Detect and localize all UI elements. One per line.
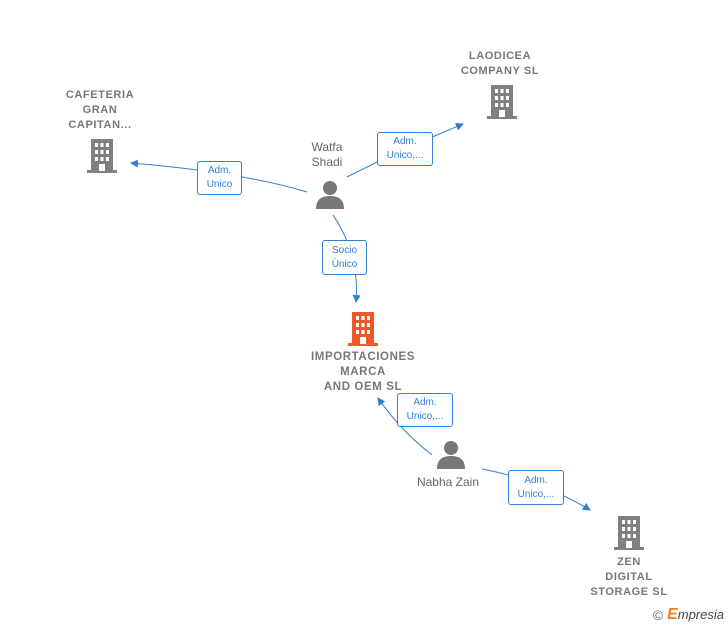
building-icon[interactable] xyxy=(86,138,118,174)
person-label-watfa[interactable]: Watfa Shadi xyxy=(311,140,343,169)
relation-label-watfa-cafeteria[interactable]: Adm. Unico xyxy=(197,161,242,195)
company-label-laodicea[interactable]: LAODICEA COMPANY SL xyxy=(460,50,540,77)
person-label-nabha[interactable]: Nabha Zain xyxy=(416,475,480,489)
person-icon[interactable] xyxy=(315,180,345,210)
brand-logo-letter: E xyxy=(667,606,678,623)
company-label-zen[interactable]: ZEN DIGITAL STORAGE SL xyxy=(590,556,668,598)
person-icon[interactable] xyxy=(436,440,466,470)
relation-label-nabha-importaciones[interactable]: Adm. Unico,... xyxy=(397,393,453,427)
company-label-cafeteria[interactable]: CAFETERIA GRAN CAPITAN... xyxy=(65,89,135,131)
building-icon[interactable] xyxy=(613,515,645,551)
building-icon[interactable] xyxy=(486,84,518,120)
edge-nabha-importaciones xyxy=(377,397,433,456)
building-icon-main[interactable] xyxy=(347,311,379,347)
copyright-symbol: © xyxy=(652,607,664,623)
relation-label-watfa-importaciones[interactable]: Socio Único xyxy=(322,240,367,275)
relation-label-nabha-zen[interactable]: Adm. Unico,... xyxy=(508,470,564,505)
brand-logo-text: mpresia xyxy=(677,607,724,622)
company-label-importaciones[interactable]: IMPORTACIONES MARCA AND OEM SL xyxy=(310,351,416,393)
brand-logo: © Empresia xyxy=(653,606,724,624)
relation-label-watfa-laodicea[interactable]: Adm. Unico,... xyxy=(377,132,433,166)
